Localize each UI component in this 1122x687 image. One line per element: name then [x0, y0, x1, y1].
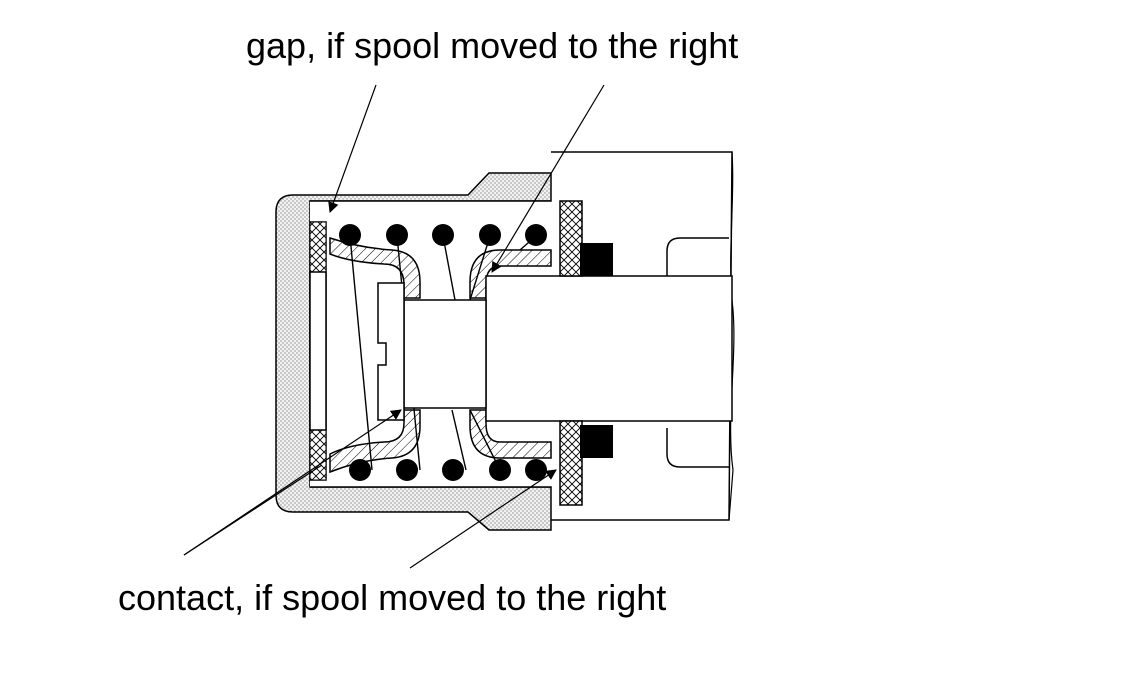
contact-annotation: contact, if spool moved to the right — [118, 577, 667, 618]
gap-annotation: gap, if spool moved to the right — [246, 25, 739, 66]
o-ring-seals — [580, 243, 613, 458]
seal-washer — [559, 200, 583, 506]
spool — [377, 275, 733, 422]
end-plate — [309, 221, 327, 481]
spring-retainer-lower — [329, 409, 552, 474]
leader-lines — [183, 84, 605, 569]
spring-coil-sections — [339, 224, 547, 481]
